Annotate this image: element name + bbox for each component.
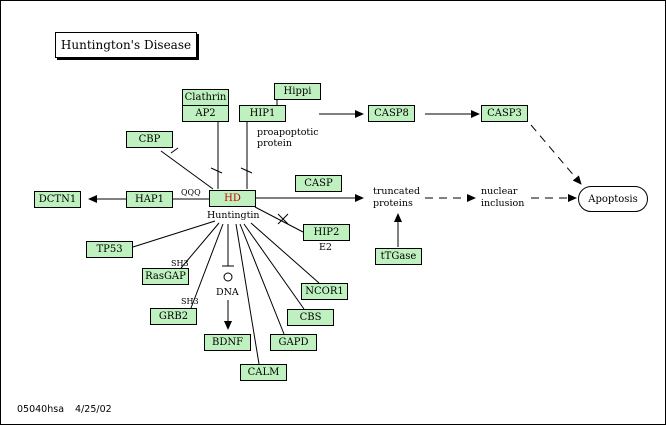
edge-cbp-hd-bar xyxy=(170,147,179,154)
node-clathrin[interactable]: Clathrin xyxy=(182,89,229,106)
edge-hd-cbs xyxy=(243,223,305,310)
label-sh3-grb2: SH3 xyxy=(181,297,199,306)
diagram-title: Huntington's Disease xyxy=(55,32,197,58)
node-calm[interactable]: CALM xyxy=(240,364,287,381)
node-ttgase[interactable]: tTGase xyxy=(375,248,422,265)
label-dna: DNA xyxy=(216,287,239,298)
footer: 05040hsa 4/25/02 xyxy=(17,404,112,415)
edge-hd-rasgap xyxy=(180,222,220,269)
label-e2: E2 xyxy=(319,242,332,253)
edge-casp3-apoptosis xyxy=(530,124,582,185)
node-ncor1[interactable]: NCOR1 xyxy=(301,283,348,300)
node-rasgap[interactable]: RasGAP xyxy=(142,268,189,285)
edge-hd-tp53 xyxy=(132,220,216,248)
node-cbs[interactable]: CBS xyxy=(287,309,334,326)
footer-date: 4/25/02 xyxy=(75,404,112,415)
label-inclusion: inclusion xyxy=(481,198,525,209)
edge-hd-ncor1 xyxy=(250,222,320,284)
label-truncated: truncated xyxy=(373,186,421,197)
label-protein: protein xyxy=(257,138,292,149)
edge-hd-grb2 xyxy=(190,223,224,309)
edge-hd-calm xyxy=(235,223,260,365)
node-apoptosis[interactable]: Apoptosis xyxy=(578,186,648,212)
label-proteins: proteins xyxy=(373,198,413,209)
edge-ap2-hd-bar xyxy=(210,167,223,174)
node-hip1[interactable]: HIP1 xyxy=(239,105,286,122)
label-proapoptotic: proapoptotic xyxy=(257,127,319,138)
edge-hd-hip2-cross-b xyxy=(277,213,289,225)
edge-hip1-hd-bar xyxy=(240,167,253,174)
node-ap2[interactable]: AP2 xyxy=(182,105,229,122)
node-cbp[interactable]: CBP xyxy=(126,131,173,148)
node-grb2[interactable]: GRB2 xyxy=(150,308,197,325)
node-casp8[interactable]: CASP8 xyxy=(368,105,415,122)
label-qqq: QQQ xyxy=(181,188,201,197)
edge-hd-hip2 xyxy=(254,206,304,233)
node-bdnf[interactable]: BDNF xyxy=(204,334,251,351)
node-hd[interactable]: HD xyxy=(209,190,256,207)
node-casp[interactable]: CASP xyxy=(295,175,342,192)
node-hippi[interactable]: Hippi xyxy=(274,83,321,100)
edge-cbp-hd xyxy=(160,150,214,190)
label-nuclear: nuclear xyxy=(481,186,518,197)
edge-hd-gapd xyxy=(239,223,285,335)
node-gapd[interactable]: GAPD xyxy=(270,334,317,351)
node-tp53[interactable]: TP53 xyxy=(86,241,133,258)
node-dctn1[interactable]: DCTN1 xyxy=(34,191,81,208)
dna-circle xyxy=(223,272,233,282)
label-sh3-rasgap: SH3 xyxy=(171,259,189,268)
node-hap1[interactable]: HAP1 xyxy=(126,191,173,208)
footer-code: 05040hsa xyxy=(17,404,65,415)
node-casp3[interactable]: CASP3 xyxy=(481,105,528,122)
label-huntingtin: Huntingtin xyxy=(207,210,260,221)
node-hip2[interactable]: HIP2 xyxy=(303,224,350,241)
